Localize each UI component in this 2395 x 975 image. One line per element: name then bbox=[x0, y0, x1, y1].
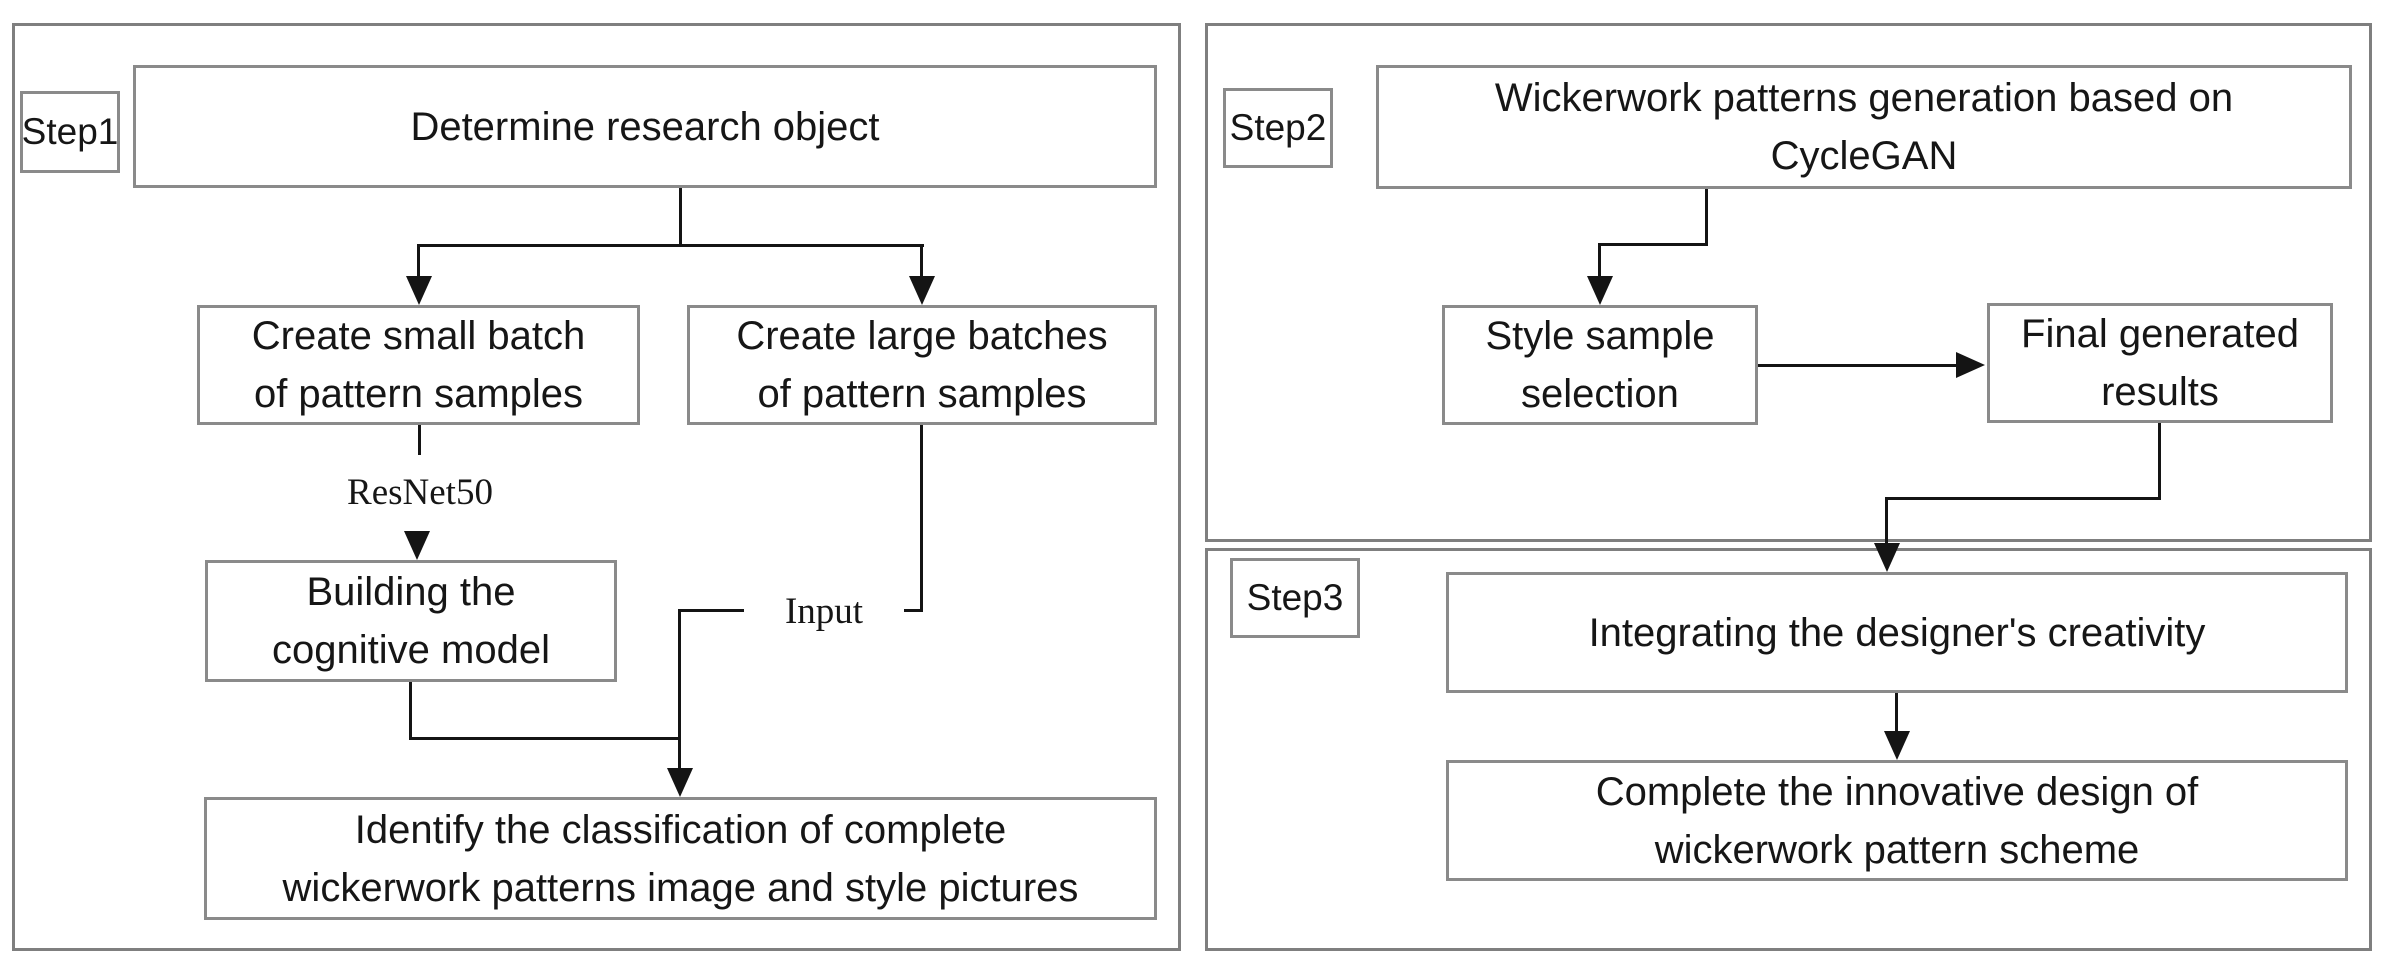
node-determine-research-object: Determine research object bbox=[133, 65, 1157, 188]
node-final-generated-results-label: Final generated results bbox=[2021, 312, 2299, 414]
connector-style-stem bbox=[1598, 243, 1601, 279]
connector-branch-horizontal bbox=[418, 244, 924, 247]
connector-style-to-final bbox=[1758, 364, 1960, 367]
node-style-sample-selection: Style sample selection bbox=[1442, 305, 1758, 425]
arrowhead-into-large-batches bbox=[909, 276, 935, 305]
node-wickerwork-generation: Wickerwork patterns generation based on … bbox=[1376, 65, 2352, 189]
connector-wickerwork-down bbox=[1705, 189, 1708, 246]
arrowhead-into-integrating bbox=[1874, 543, 1900, 572]
node-complete-innovative-design: Complete the innovative design of wicker… bbox=[1446, 760, 2348, 881]
connector-determine-down bbox=[679, 188, 682, 246]
step1-tag-box: Step1 bbox=[20, 91, 120, 173]
edge-label-input: Input bbox=[744, 588, 904, 636]
connector-small-batch-down bbox=[418, 425, 421, 455]
node-identify-classification-label: Identify the classification of complete … bbox=[282, 807, 1079, 910]
edge-label-resnet50: ResNet50 bbox=[310, 470, 530, 516]
node-wickerwork-generation-label: Wickerwork patterns generation based on … bbox=[1494, 76, 2234, 178]
step2-tag-box: Step2 bbox=[1223, 88, 1333, 168]
connector-final-merge-down bbox=[1885, 497, 1888, 546]
node-create-large-batches: Create large batches of pattern samples bbox=[687, 305, 1157, 425]
node-building-cognitive-model: Building the cognitive model bbox=[205, 560, 617, 682]
step1-tag-label: Step1 bbox=[21, 111, 119, 152]
step3-tag-label: Step3 bbox=[1246, 577, 1344, 618]
node-create-small-batch: Create small batch of pattern samples bbox=[197, 305, 640, 425]
step2-tag-label: Step2 bbox=[1229, 107, 1327, 148]
arrowhead-into-small-batch bbox=[406, 276, 432, 305]
node-building-cognitive-model-label: Building the cognitive model bbox=[272, 570, 550, 672]
node-style-sample-selection-label: Style sample selection bbox=[1485, 314, 1715, 416]
connector-final-left bbox=[1885, 497, 2161, 500]
node-create-large-batches-label: Create large batches of pattern samples bbox=[736, 314, 1108, 416]
connector-building-right bbox=[409, 737, 681, 740]
node-identify-classification: Identify the classification of complete … bbox=[204, 797, 1157, 920]
connector-wickerwork-left bbox=[1598, 243, 1708, 246]
arrowhead-into-building-model bbox=[404, 531, 430, 560]
connector-branch-right-stem bbox=[920, 244, 923, 280]
node-determine-research-object-label: Determine research object bbox=[410, 104, 880, 149]
connector-building-down bbox=[409, 682, 412, 740]
arrowhead-into-identify bbox=[667, 768, 693, 797]
node-complete-innovative-design-label: Complete the innovative design of wicker… bbox=[1595, 769, 2199, 872]
connector-branch-left-stem bbox=[417, 244, 420, 280]
node-integrating-creativity-label: Integrating the designer's creativity bbox=[1588, 610, 2206, 655]
arrowhead-into-complete-design bbox=[1884, 731, 1910, 760]
arrowhead-into-final-results bbox=[1956, 352, 1985, 378]
connector-large-batches-down bbox=[920, 425, 923, 612]
arrowhead-into-style-sample bbox=[1587, 276, 1613, 305]
node-final-generated-results: Final generated results bbox=[1987, 303, 2333, 423]
connector-final-down bbox=[2158, 423, 2161, 500]
connector-integrating-down bbox=[1895, 693, 1898, 734]
node-create-small-batch-label: Create small batch of pattern samples bbox=[251, 314, 586, 416]
connector-merge-down bbox=[678, 609, 681, 771]
step3-tag-box: Step3 bbox=[1230, 558, 1360, 638]
node-integrating-creativity: Integrating the designer's creativity bbox=[1446, 572, 2348, 693]
